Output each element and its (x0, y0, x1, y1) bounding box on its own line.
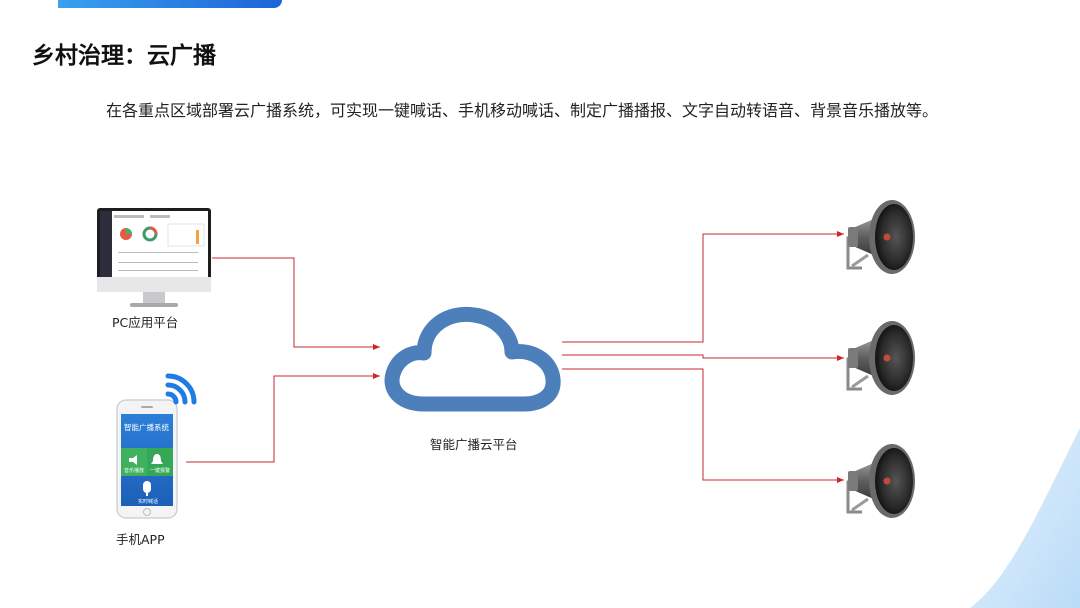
connector-phone-to-cloud (186, 373, 380, 463)
pc-platform-label: PC应用平台 (112, 315, 179, 330)
phone-btn-music: 音乐播放 (124, 467, 144, 474)
connector-pc-to-cloud (212, 257, 380, 350)
connector-cloud-to-speaker-3 (562, 368, 844, 483)
page-description: 在各重点区域部署云广播系统，可实现一键喊话、手机移动喊话、制定广播播报、文字自动… (106, 101, 939, 120)
phone-btn-alarm: 一键报警 (150, 467, 170, 474)
cloud-platform-label: 智能广播云平台 (430, 437, 518, 452)
phone-btn-talk: 实时喊话 (138, 498, 158, 505)
wifi-signal-icon (165, 373, 197, 405)
horn-speaker-icon (846, 200, 915, 274)
alarm-bell-icon (151, 454, 163, 464)
phone-icon: 智能广播系统 音乐播放 一键报警 实时喊话 (116, 399, 178, 519)
phone-screen-title: 智能广播系统 (124, 422, 169, 432)
horn-speaker-icon (846, 321, 915, 395)
connector-cloud-to-speaker-1 (562, 231, 844, 343)
connector-cloud-to-speaker-2 (562, 354, 844, 361)
pc-monitor-icon (97, 208, 211, 307)
microphone-icon (143, 481, 151, 493)
page-title: 乡村治理：云广播 (32, 42, 216, 69)
phone-app-label: 手机APP (116, 532, 165, 547)
horn-speaker-icon (846, 444, 915, 518)
corner-decoration (970, 428, 1080, 608)
top-accent-bar (58, 0, 282, 8)
music-speaker-icon (129, 455, 137, 465)
cloud-icon (384, 306, 561, 412)
